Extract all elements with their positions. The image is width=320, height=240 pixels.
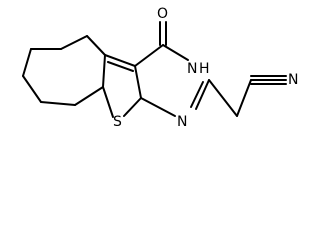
bond-pyrimidine-5: [140, 97, 176, 117]
bond-ring7-5: [40, 101, 76, 106]
bond-thiophene-4: [123, 97, 142, 117]
bond-thiophene-5: [102, 86, 114, 118]
bond-ring7-7: [22, 48, 32, 77]
bond-pyrimidine-2: [162, 44, 189, 61]
atom-label-ring-nitrogen: N: [177, 114, 187, 130]
molecule-diagram: O N H S N N: [22, 6, 299, 130]
atom-label-nitrile-nitrogen: N: [288, 72, 298, 88]
bond-thiophene-1: [104, 54, 136, 67]
bond-ring7-2: [86, 35, 106, 56]
atom-label-sulfur: S: [113, 114, 122, 130]
bond-thiophene-2: [107, 61, 134, 72]
atom-label-nh-hydrogen: H: [199, 61, 210, 77]
bond-pyrimidine-3: [195, 79, 210, 110]
molecule-structure: O N H S N N: [22, 6, 298, 130]
atom-label-nh-nitrogen: N: [187, 61, 197, 77]
bond-ring7-3: [102, 54, 106, 88]
bond-ring7-4: [74, 86, 104, 106]
bond-ring7-6: [22, 75, 42, 103]
bond-thiophene-3: [134, 65, 142, 99]
bond-pyrimidine-4: [190, 81, 204, 108]
atom-label-oxygen: O: [157, 6, 168, 22]
bond-pyrimidine-1: [134, 44, 164, 67]
bond-ring7-1: [60, 35, 88, 50]
bond-ch2: [208, 79, 238, 117]
bond-ch2-c: [236, 79, 252, 117]
